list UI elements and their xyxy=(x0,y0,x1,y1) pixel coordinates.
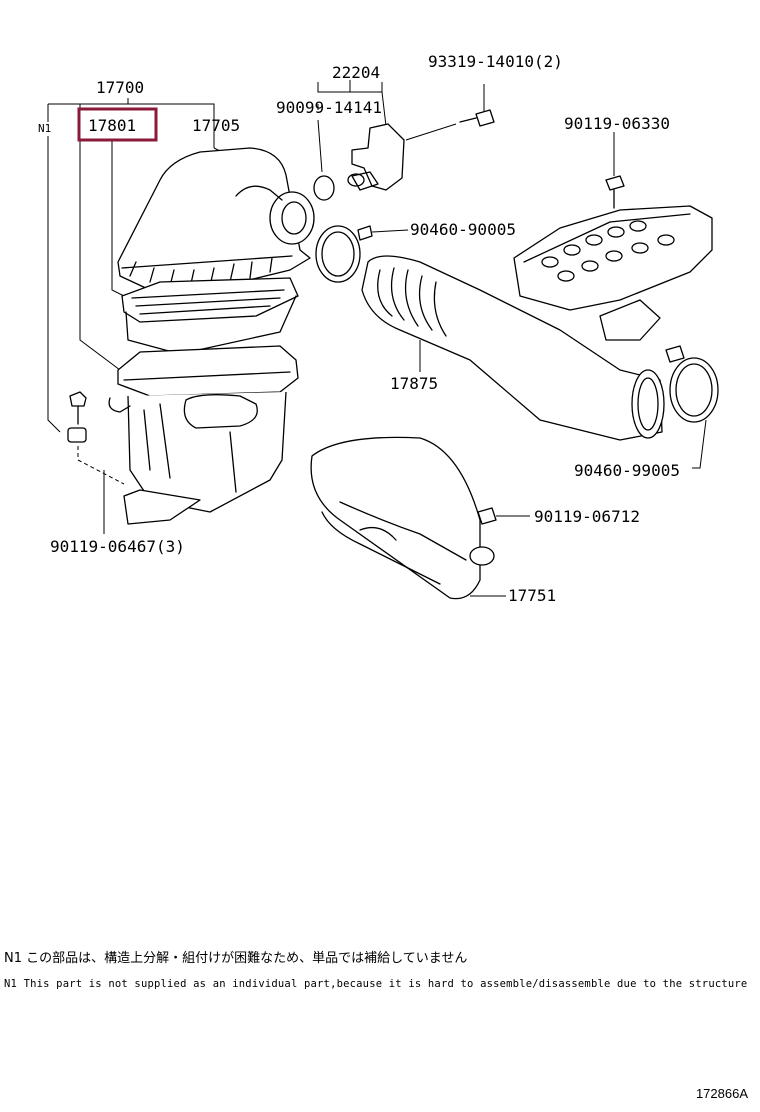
air-cleaner-case xyxy=(108,345,299,525)
label-90119-06330: 90119-06330 xyxy=(564,114,670,133)
label-17875: 17875 xyxy=(390,374,438,393)
bolt-90119-06330 xyxy=(605,132,625,209)
label-17700: 17700 xyxy=(96,78,144,97)
inlet-duct xyxy=(310,436,530,600)
air-flow-meter xyxy=(313,80,405,201)
label-90099-14141: 90099-14141 xyxy=(276,98,382,117)
screw-93319 xyxy=(405,84,495,141)
label-17801: 17801 xyxy=(88,116,136,135)
hose-clamp-90460-99005 xyxy=(665,345,719,469)
assembly-bracket-17700 xyxy=(47,98,223,433)
intake-resonator xyxy=(513,205,713,341)
intake-hose xyxy=(361,255,665,441)
label-17751: 17751 xyxy=(508,586,556,605)
label-n1: N1 xyxy=(38,122,51,135)
highlight-box xyxy=(77,107,158,142)
diagram-reference-code: 172866A xyxy=(695,1086,748,1101)
footnote-english: N1 This part is not supplied as an indiv… xyxy=(4,978,748,990)
label-90460-99005: 90460-99005 xyxy=(574,461,680,480)
bolt-90119-06467 xyxy=(67,391,125,534)
hose-clamp-90460-90005 xyxy=(315,225,409,283)
footnote-japanese: N1 この部品は、構造上分解・組付けが困難なため、単品では補給していません xyxy=(4,951,468,966)
filter-element xyxy=(121,277,299,355)
label-17705: 17705 xyxy=(192,116,240,135)
label-90119-06712: 90119-06712 xyxy=(534,507,640,526)
label-93319-14010: 93319-14010(2) xyxy=(428,52,563,71)
label-90460-90005: 90460-90005 xyxy=(410,220,516,239)
air-cleaner-cap xyxy=(117,147,315,293)
label-90119-06467: 90119-06467(3) xyxy=(50,537,185,556)
label-22204: 22204 xyxy=(332,63,380,82)
